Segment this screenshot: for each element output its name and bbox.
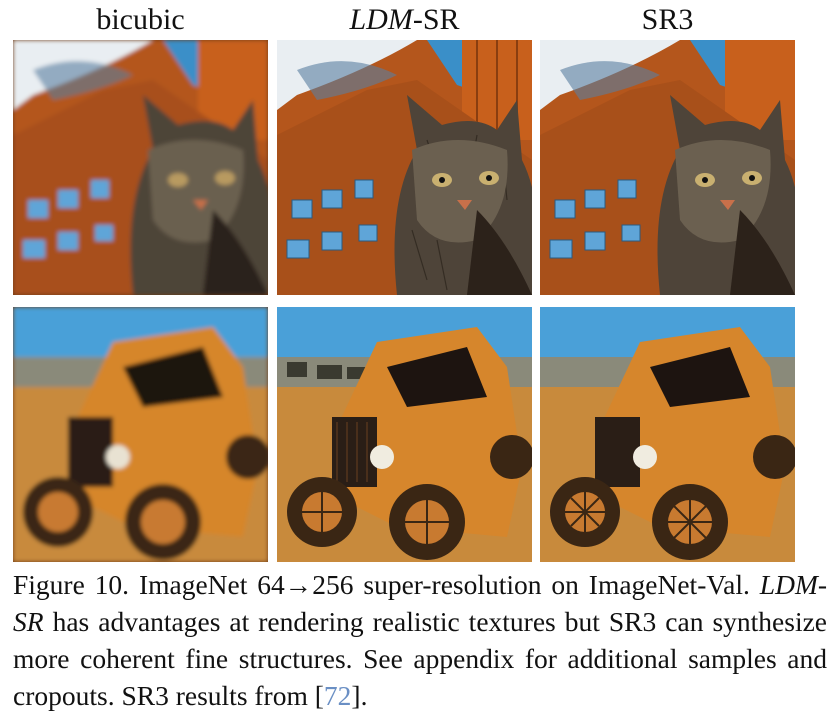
column-header-sr3: SR3 — [641, 3, 694, 36]
cat-bicubic-image — [13, 40, 268, 295]
car-illustration — [13, 307, 268, 562]
ldm-suffix: -SR — [412, 3, 460, 36]
car-illustration — [277, 307, 532, 562]
column-header-bicubic: bicubic — [96, 3, 185, 36]
ldm-label: LDM — [349, 3, 413, 36]
cat-illustration — [540, 40, 795, 295]
caption-end: . — [360, 680, 368, 711]
caption-text-1: ImageNet 64→256 super-resolution on Imag… — [138, 569, 750, 600]
citation-link[interactable]: 72 — [323, 680, 352, 711]
caption-method: LDM-SR — [13, 569, 828, 637]
car-sr3-image — [540, 307, 795, 562]
caption-text-2: has advantages at rendering realistic te… — [13, 606, 828, 711]
figure-caption: Figure 10. ImageNet 64→256 super-resolut… — [13, 569, 828, 711]
car-illustration — [540, 307, 795, 562]
cat-ldm-sr-image — [277, 40, 532, 295]
cat-illustration — [277, 40, 532, 295]
car-bicubic-image — [13, 307, 268, 562]
caption-label: Figure 10. — [13, 569, 130, 600]
column-header-ldm-sr: LDM-SR — [277, 0, 532, 40]
cat-illustration — [13, 40, 268, 295]
cat-sr3-image — [540, 40, 795, 295]
car-ldm-sr-image — [277, 307, 532, 562]
